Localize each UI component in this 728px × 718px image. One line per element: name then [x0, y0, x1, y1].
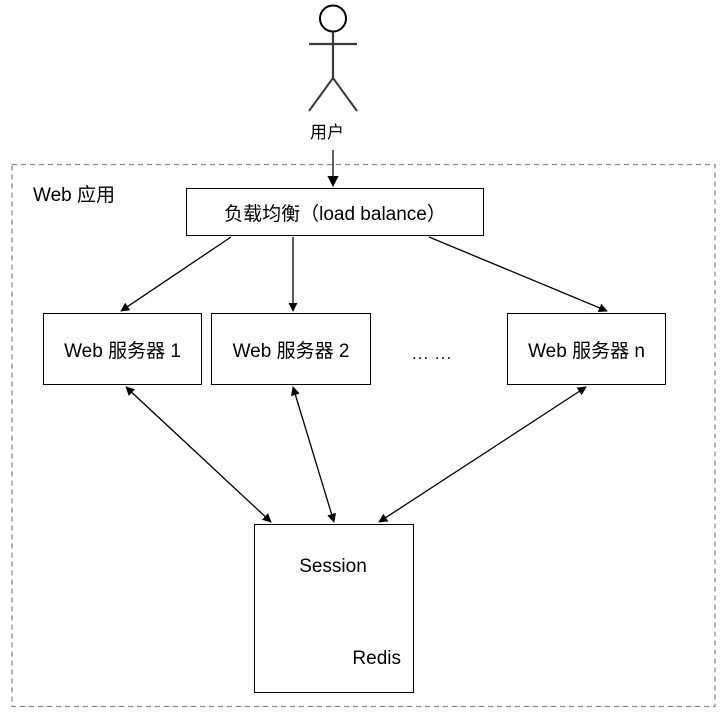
node-load-balancer-label: 负载均衡（load balance）	[224, 203, 446, 225]
edge-web-server-1-to-redis	[125, 386, 272, 523]
actor-user-icon	[308, 4, 358, 112]
edge-lb-to-web-server-1	[120, 236, 232, 312]
node-web-server-1[interactable]: Web 服务器 1	[43, 313, 202, 385]
node-redis[interactable]: Redis	[254, 524, 414, 693]
node-web-server-2-label: Web 服务器 2	[232, 340, 350, 362]
web-application-boundary	[11, 163, 716, 708]
node-redis-label: Redis	[352, 648, 401, 669]
edge-lb-to-web-server-n	[428, 236, 608, 313]
node-load-balancer[interactable]: 负载均衡（load balance）	[186, 188, 484, 236]
node-web-server-1-label: Web 服务器 1	[64, 340, 181, 362]
web-application-label: Web 应用	[33, 185, 116, 206]
session-datastore-label: Session	[299, 556, 367, 577]
node-web-server-n-label: Web 服务器 n	[528, 340, 645, 362]
edge-web-server-n-to-redis	[378, 386, 587, 523]
servers-ellipsis-label: ... ...	[412, 344, 453, 363]
edge-web-server-2-to-redis	[291, 386, 336, 523]
node-web-server-n[interactable]: Web 服务器 n	[507, 313, 666, 385]
actor-user-label: 用户	[310, 123, 344, 142]
node-web-server-2[interactable]: Web 服务器 2	[211, 313, 371, 385]
